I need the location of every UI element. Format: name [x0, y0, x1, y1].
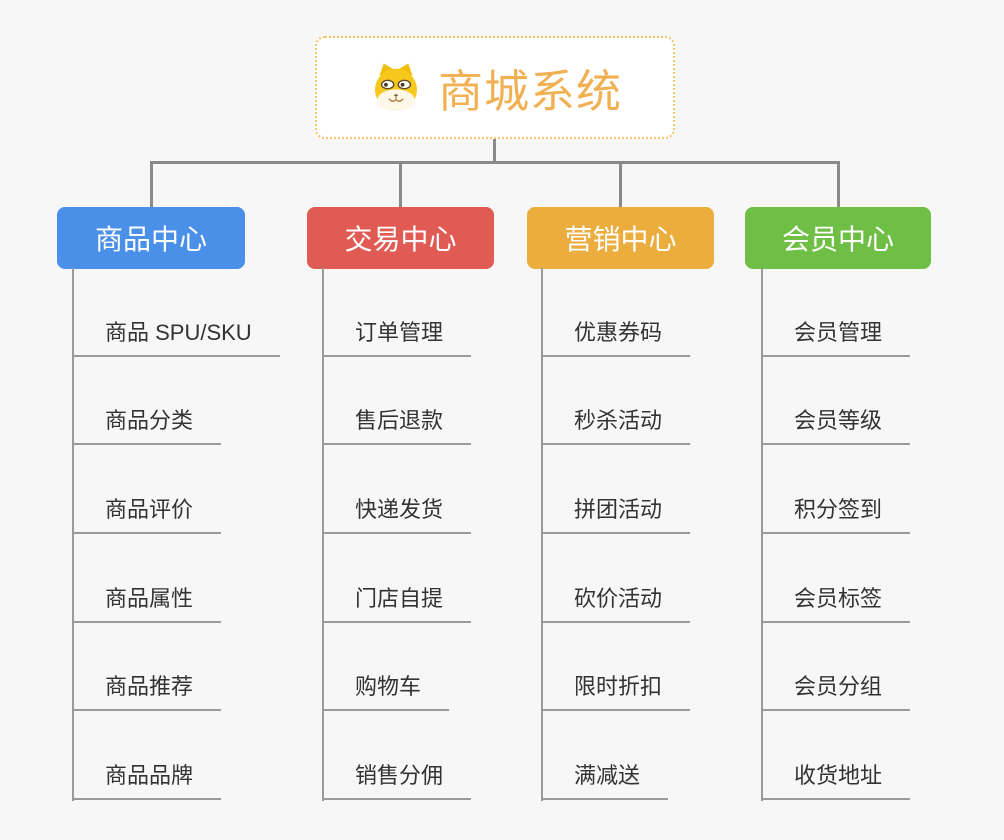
- topic-item[interactable]: 会员分组: [761, 623, 911, 712]
- topic-item[interactable]: 销售分佣: [322, 711, 472, 801]
- connector-drop-1: [150, 161, 153, 207]
- topic-item[interactable]: 购物车: [322, 623, 471, 712]
- topic-item[interactable]: 商品分类: [72, 357, 280, 446]
- topic-item[interactable]: 优惠券码: [541, 268, 691, 357]
- connector-drop-2: [399, 161, 402, 207]
- root-title: 商城系统: [437, 66, 622, 117]
- branch-spine-3: [541, 268, 543, 801]
- branch-items-member-center: 会员管理 会员等级 积分签到 会员标签 会员分组 收货地址: [761, 268, 911, 801]
- dog-face-icon: [368, 60, 424, 116]
- topic-item[interactable]: 积分签到: [761, 445, 911, 535]
- branch-spine-2: [322, 268, 324, 801]
- branch-items-product-center: 商品 SPU/SKU 商品分类 商品评价 商品属性 商品推荐 商品品牌: [72, 268, 280, 801]
- topic-item[interactable]: 限时折扣: [541, 623, 691, 712]
- branch-items-marketing-center: 优惠券码 秒杀活动 拼团活动 砍价活动 限时折扣 满减送: [541, 268, 691, 801]
- branch-spine-4: [761, 268, 763, 801]
- topic-item[interactable]: 拼团活动: [541, 445, 691, 535]
- topic-item[interactable]: 商品 SPU/SKU: [72, 268, 280, 357]
- topic-item[interactable]: 砍价活动: [541, 534, 691, 623]
- topic-item[interactable]: 订单管理: [322, 268, 472, 357]
- topic-item[interactable]: 满减送: [541, 711, 690, 801]
- topic-item[interactable]: 商品属性: [72, 534, 280, 623]
- topic-item[interactable]: 会员管理: [761, 268, 911, 357]
- topic-item[interactable]: 门店自提: [322, 534, 472, 623]
- branch-node-marketing-center[interactable]: 营销中心: [527, 207, 714, 269]
- branch-spine-1: [72, 268, 74, 801]
- topic-item[interactable]: 秒杀活动: [541, 357, 691, 446]
- connector-bus: [150, 161, 840, 164]
- topic-item[interactable]: 收货地址: [761, 711, 911, 801]
- topic-item[interactable]: 会员标签: [761, 534, 911, 623]
- branch-node-trade-center[interactable]: 交易中心: [307, 207, 494, 269]
- branch-node-member-center[interactable]: 会员中心: [745, 207, 931, 269]
- topic-item[interactable]: 快递发货: [322, 445, 472, 535]
- connector-root-drop: [493, 139, 496, 163]
- topic-item[interactable]: 商品评价: [72, 445, 280, 535]
- topic-item[interactable]: 会员等级: [761, 357, 911, 446]
- topic-item[interactable]: 商品品牌: [72, 711, 280, 801]
- topic-item[interactable]: 售后退款: [322, 357, 472, 446]
- topic-item[interactable]: 商品推荐: [72, 623, 280, 712]
- connector-drop-4: [837, 161, 840, 207]
- branch-items-trade-center: 订单管理 售后退款 快递发货 门店自提 购物车 销售分佣: [322, 268, 472, 801]
- branch-node-product-center[interactable]: 商品中心: [57, 207, 245, 269]
- root-node[interactable]: 商城系统: [315, 36, 675, 139]
- connector-drop-3: [619, 161, 622, 207]
